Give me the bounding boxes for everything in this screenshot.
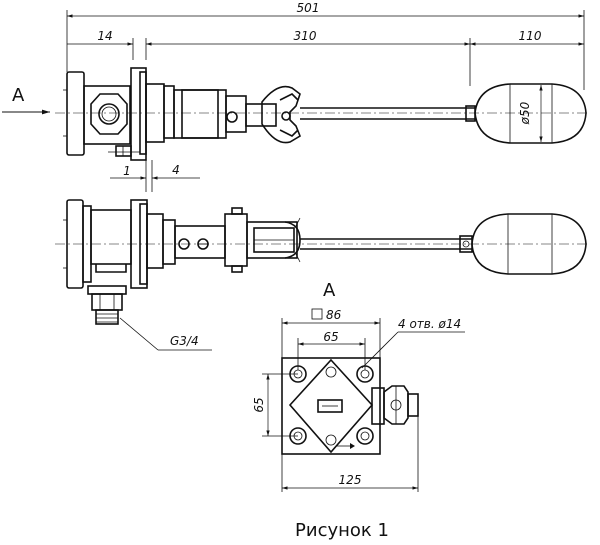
- top-view: 501 14 310 110 A: [2, 1, 590, 192]
- dim-flange-offset: 14: [97, 29, 112, 43]
- dim-overall-length: 501: [297, 1, 320, 15]
- dim-square-size: 86: [326, 308, 342, 322]
- view-a: A 86 65 4 отв. ø14 65: [252, 280, 465, 492]
- dim-gap-small: 1: [123, 164, 131, 178]
- view-arrow-label: A: [12, 85, 25, 106]
- dim-float-length: 110: [519, 29, 542, 43]
- dim-float-diameter: ø50: [518, 101, 532, 125]
- dim-thread: G3/4: [170, 334, 199, 348]
- view-title: A: [323, 280, 336, 301]
- dim-flange-width: 125: [339, 473, 362, 487]
- holes-note: 4 отв. ø14: [398, 317, 461, 331]
- dim-rod-length: 310: [294, 29, 317, 43]
- dim-hole-spacing: 65: [323, 330, 338, 344]
- figure-caption: Рисунок 1: [295, 520, 389, 541]
- side-view: G3/4: [55, 199, 590, 351]
- dim-gap-4: 4: [172, 163, 180, 177]
- dim-vertical-spacing: 65: [252, 397, 266, 412]
